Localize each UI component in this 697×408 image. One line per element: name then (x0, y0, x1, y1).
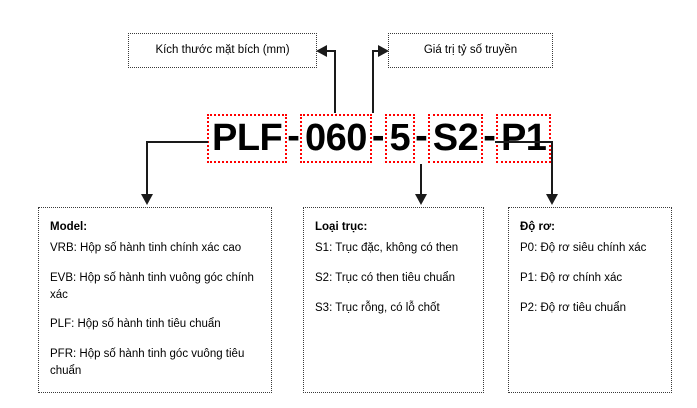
callout-flange-size: Kích thước mặt bích (mm) (128, 33, 317, 68)
legend-backlash-title: Độ rơ: (520, 221, 556, 233)
part-segment-model[interactable]: PLF (207, 113, 288, 163)
legend-model-item: VRB: Hộp số hành tinh chính xác cao (50, 242, 242, 255)
connector-ratio-vertical (372, 51, 374, 113)
connector-shaft-vertical (420, 164, 422, 198)
part-segment-backlash[interactable]: P1 (495, 113, 552, 163)
legend-backlash-item: P1: Độ rơ chính xác (520, 272, 623, 285)
legend-shaft-type: Loại trục: S1: Trục đặc, không có then S… (303, 207, 484, 393)
legend-backlash-item: P0: Độ rơ siêu chính xác (520, 242, 647, 255)
legend-shaft-type-item: S3: Trục rỗng, có lỗ chốt (315, 301, 440, 314)
legend-backlash: Độ rơ: P0: Độ rơ siêu chính xác P1: Độ r… (508, 207, 672, 393)
legend-shaft-type-item: S2: Trục có then tiêu chuẩn (315, 272, 456, 285)
arrow-left-flange-icon (316, 45, 327, 57)
connector-model-horizontal (146, 141, 208, 143)
connector-flange-horizontal (325, 50, 336, 52)
part-separator: - (415, 115, 428, 157)
part-number: PLF - 060 - 5 - S2 - P1 (207, 112, 552, 164)
legend-model-title: Model: (50, 221, 88, 233)
legend-model-item: EVB: Hộp số hành tinh vuông góc chính xá… (50, 272, 254, 301)
legend-shaft-type-item: S1: Trục đặc, không có then (315, 242, 459, 255)
part-segment-flange[interactable]: 060 (299, 113, 372, 163)
legend-model-item: PFR: Hộp số hành tinh góc vuông tiêu chu… (50, 348, 245, 377)
arrow-down-backlash-icon (546, 194, 558, 205)
part-segment-shaft[interactable]: S2 (427, 113, 484, 163)
connector-ratio-horizontal (372, 50, 380, 52)
callout-ratio-value-label: Giá trị tỷ số truyền (423, 43, 518, 56)
connector-model-vertical (146, 141, 148, 198)
legend-backlash-item: P2: Độ rơ tiêu chuẩn (520, 301, 626, 314)
arrow-right-ratio-icon (378, 45, 389, 57)
callout-ratio-value: Giá trị tỷ số truyền (388, 33, 553, 68)
legend-shaft-type-title: Loại trục: (315, 221, 368, 233)
part-separator: - (287, 115, 300, 157)
connector-backlash-horizontal (495, 141, 553, 143)
connector-flange-vertical (334, 51, 336, 113)
legend-model: Model: VRB: Hộp số hành tinh chính xác c… (38, 207, 272, 393)
arrow-down-shaft-icon (415, 194, 427, 205)
arrow-down-model-icon (141, 194, 153, 205)
connector-backlash-vertical (551, 141, 553, 198)
callout-flange-size-label: Kích thước mặt bích (mm) (155, 43, 290, 56)
part-separator: - (483, 115, 496, 157)
part-separator: - (371, 115, 385, 157)
legend-model-item: PLF: Hộp số hành tinh tiêu chuẩn (50, 318, 221, 331)
part-segment-ratio[interactable]: 5 (384, 113, 416, 163)
